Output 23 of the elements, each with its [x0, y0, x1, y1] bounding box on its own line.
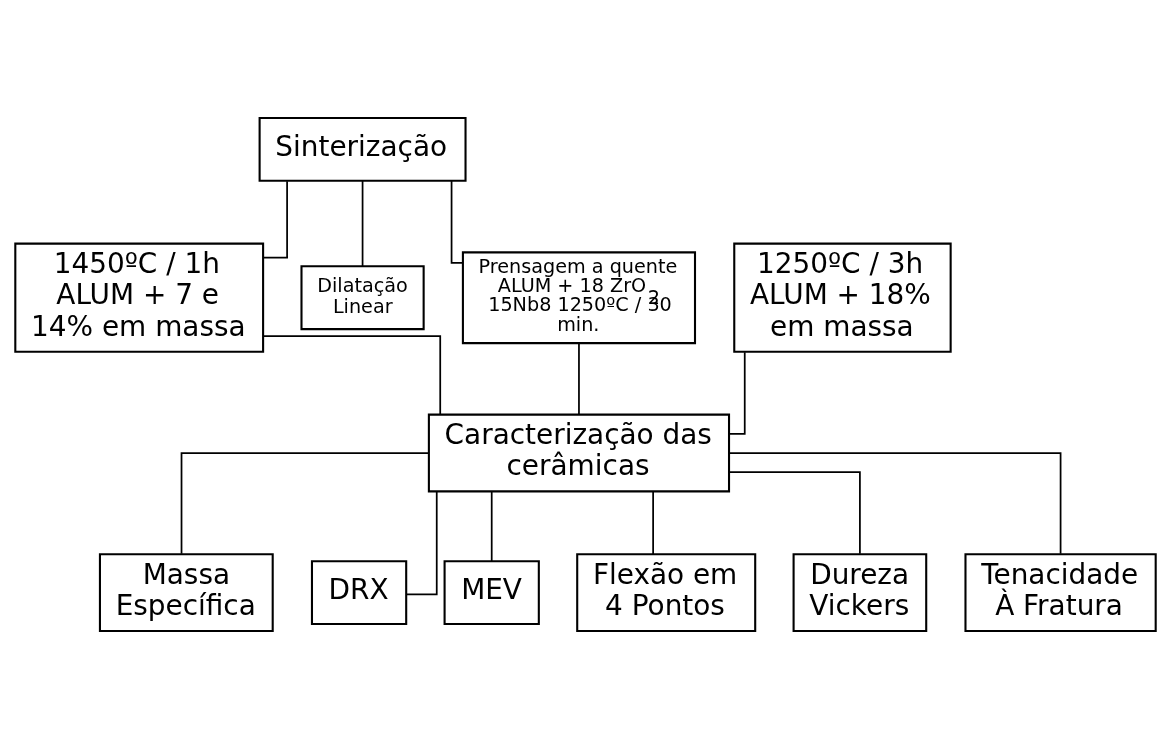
connector: [490, 491, 493, 562]
connector: [262, 335, 442, 415]
connector: [180, 452, 430, 555]
connector: [578, 342, 580, 416]
connector: [450, 180, 464, 264]
node-box: 1450ºC / 1h ALUM + 7 e 14% em massa: [14, 242, 265, 353]
connector: [361, 179, 364, 268]
node-box: Sinterização: [258, 116, 467, 182]
node-box: Dureza Vickers: [792, 553, 928, 633]
node-box: 1250ºC / 3h ALUM + 18% em massa: [733, 242, 952, 353]
connector: [652, 491, 654, 555]
connector: [728, 452, 1062, 555]
node-box: DRX: [310, 560, 408, 626]
connector: [728, 351, 746, 435]
connector: [728, 471, 861, 555]
connector: [405, 490, 438, 596]
node-box: Caracterização das cerâmicas: [427, 413, 731, 493]
node-box: Tenacidade À Fratura: [964, 553, 1157, 633]
node-box: Dilatação Linear: [300, 265, 425, 331]
connector: [262, 180, 288, 259]
node-box: Flexão em 4 Pontos: [576, 553, 757, 633]
node-box: MEV: [443, 560, 540, 626]
node-box: Massa Específica: [98, 553, 274, 633]
